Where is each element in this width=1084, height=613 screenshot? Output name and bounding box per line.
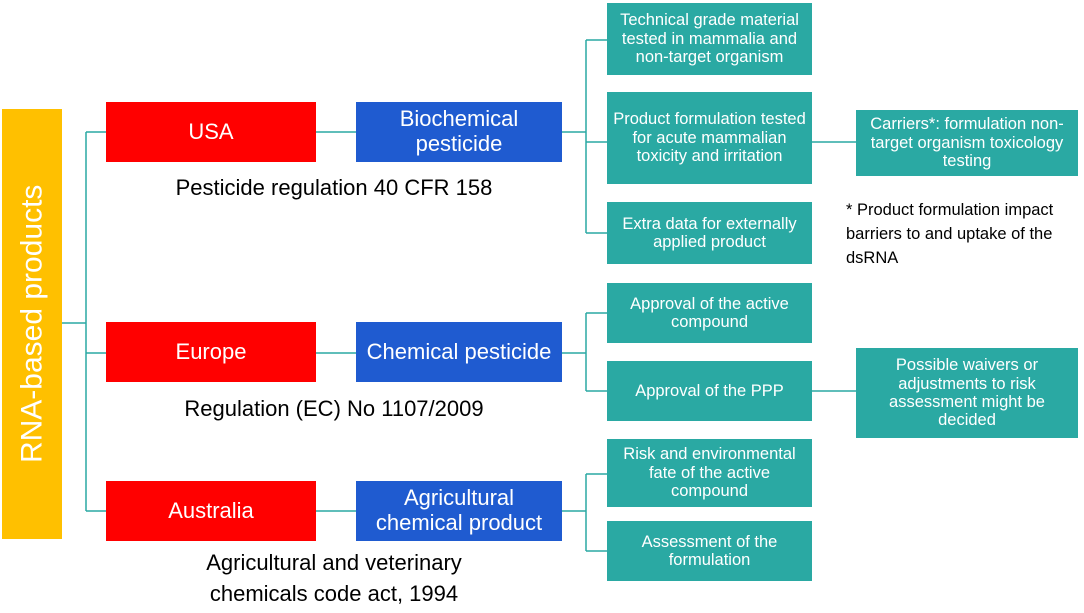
australia-item-2: Assessment of the formulation xyxy=(607,521,812,581)
usa-item-1: Technical grade material tested in mamma… xyxy=(607,3,812,75)
root-label: RNA-based products xyxy=(15,184,49,464)
country-europe: Europe xyxy=(106,322,316,382)
usa-footnote: * Product formulation impact barriers to… xyxy=(846,201,1054,267)
product-type-australia: Agricultural chemical product xyxy=(356,481,562,541)
regulation-australia-line2: chemicals code act, 1994 xyxy=(209,581,459,606)
product-type-usa: Biochemical pesticide xyxy=(356,102,562,162)
regulation-usa: Pesticide regulation 40 CFR 158 xyxy=(175,175,493,200)
usa-item-2: Product formulation tested for acute mam… xyxy=(607,92,812,184)
country-usa: USA xyxy=(106,102,316,162)
regulation-europe: Regulation (EC) No 1107/2009 xyxy=(184,396,484,421)
country-australia: Australia xyxy=(106,481,316,541)
regulation-australia-line1: Agricultural and veterinary xyxy=(206,550,462,575)
usa-sub-item: Carriers*: formulation non-target organi… xyxy=(856,110,1078,176)
europe-item-2: Approval of the PPP xyxy=(607,361,812,421)
root-node: RNA-based products xyxy=(2,109,62,539)
europe-item-1: Approval of the active compound xyxy=(607,283,812,343)
usa-item-3: Extra data for externally applied produc… xyxy=(607,202,812,264)
product-type-europe: Chemical pesticide xyxy=(356,322,562,382)
australia-item-1: Risk and environmental fate of the activ… xyxy=(607,439,812,507)
europe-sub-item: Possible waivers or adjustments to risk … xyxy=(856,348,1078,438)
